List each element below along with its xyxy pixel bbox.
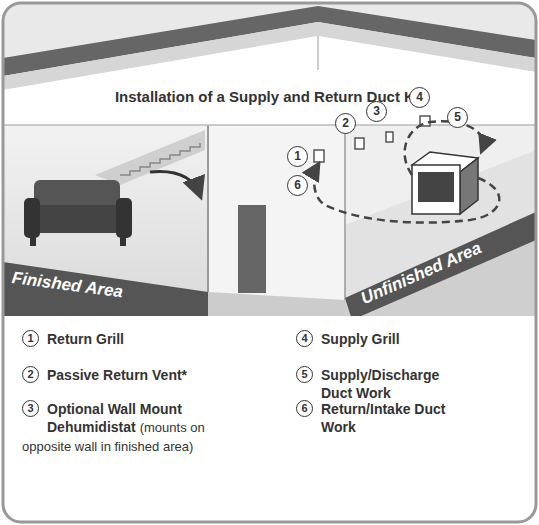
legend-item: 3Optional Wall Mount Dehumidistat(mounts… (22, 400, 220, 456)
legend-marker-slot: 1 (22, 330, 47, 348)
sofa (24, 180, 132, 246)
sofa-arm (24, 198, 40, 238)
callout-number: 4 (409, 87, 430, 108)
unfinished-band (345, 212, 536, 320)
callout-number: 5 (447, 107, 468, 128)
unit-side (460, 158, 478, 214)
callout-number: 3 (366, 101, 387, 122)
frame (3, 3, 536, 522)
unit-front (412, 165, 460, 214)
legend-marker-slot: 6 (296, 400, 321, 436)
sofa-leg (120, 238, 126, 246)
legend-item: 6 Return/Intake Duct Work (296, 400, 461, 436)
callout-number: 6 (287, 175, 308, 196)
sofa-seat (26, 205, 130, 233)
legend-item: 1 Return Grill (22, 330, 282, 348)
callout-number: 1 (287, 146, 308, 167)
door (238, 205, 266, 293)
legend-marker-slot: 3 (22, 400, 47, 436)
unfinished-floor (345, 212, 536, 330)
legend-number: 1 (22, 330, 39, 347)
legend-number: 5 (296, 366, 313, 383)
legend-ground (3, 316, 536, 522)
return-grill (314, 150, 324, 162)
legend-number: 2 (22, 366, 39, 383)
sofa-leg (30, 238, 36, 246)
dehumidifier (412, 152, 478, 214)
legend-marker-slot: 5 (296, 366, 321, 402)
dehumidistat (386, 132, 393, 142)
legend-item: 4 Supply Grill (296, 330, 496, 348)
legend-item: 5 Supply/Discharge Duct Work (296, 366, 461, 402)
legend-item: 2 Passive Return Vent* (22, 366, 282, 384)
return-duct (314, 165, 499, 223)
passive-vent (355, 138, 364, 149)
legend-marker-slot: 4 (296, 330, 321, 348)
stairs (95, 130, 205, 185)
callout-number: 2 (335, 113, 356, 134)
stair-side (95, 130, 205, 185)
sofa-arm (116, 198, 132, 238)
legend-text: Return Grill (47, 331, 124, 347)
legend-text: Passive Return Vent* (47, 367, 187, 383)
stair-arrow (150, 171, 200, 195)
legend-number: 3 (22, 400, 39, 417)
diagram-title: Installation of a Supply and Return Duct… (20, 88, 519, 105)
legend-text: Return/Intake Duct Work (321, 401, 445, 435)
legend-text: Supply/Discharge Duct Work (321, 367, 439, 401)
area-label: Unfinished Area (358, 238, 485, 309)
legend-number: 6 (296, 400, 313, 417)
legend-number: 4 (296, 330, 313, 347)
legend-text: Supply Grill (321, 331, 400, 347)
ceiling-line (317, 36, 319, 70)
legend-marker-slot: 2 (22, 366, 47, 384)
partition-wall (207, 125, 209, 300)
unit-panel (418, 172, 454, 202)
middle-wall (208, 125, 345, 305)
supply-duct (405, 121, 484, 175)
area-label: Finished Area (11, 268, 124, 302)
